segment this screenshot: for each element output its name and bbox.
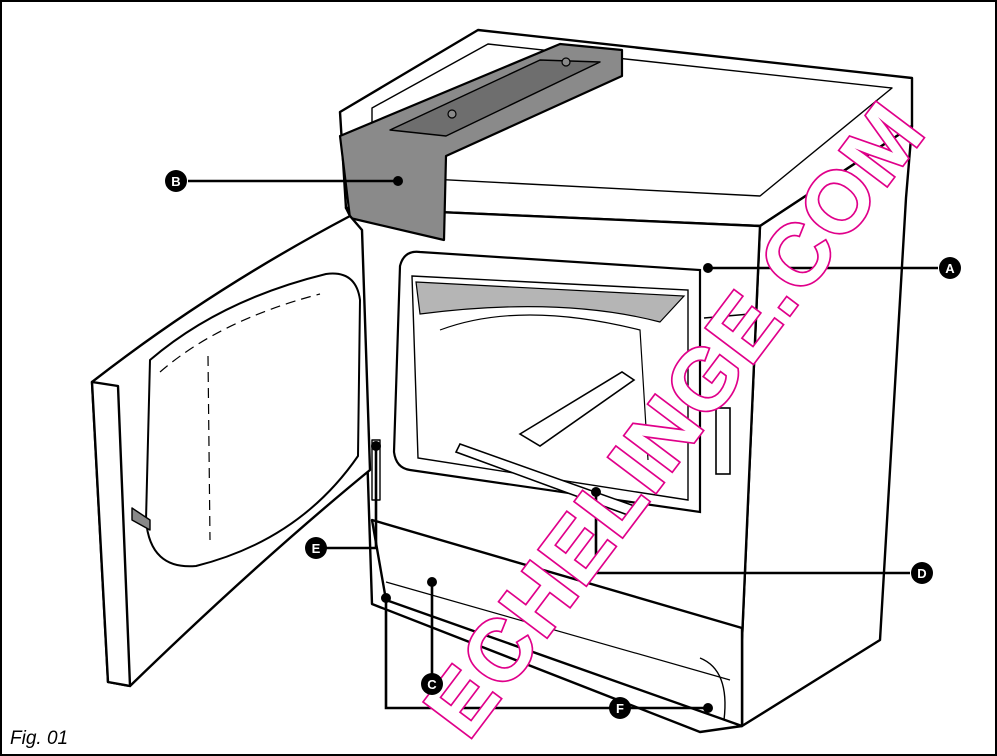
control-panel xyxy=(338,42,624,242)
callout-b-label: B xyxy=(171,174,180,189)
door-opening xyxy=(392,250,751,520)
leader-lines xyxy=(188,179,938,710)
callout-e: E xyxy=(305,537,327,559)
callout-e-label: E xyxy=(312,541,321,556)
callout-a-label: A xyxy=(945,261,955,276)
callout-d-label: D xyxy=(917,566,926,581)
callout-b: B xyxy=(165,170,187,192)
callout-f-label: F xyxy=(616,701,624,716)
callout-c: C xyxy=(421,673,443,695)
figure-caption: Fig. 01 xyxy=(10,728,69,749)
leader-dot-e xyxy=(371,441,381,451)
leader-dot-b xyxy=(393,176,403,186)
callout-f: F xyxy=(609,697,631,719)
leader-line-e xyxy=(326,446,378,550)
leader-dots xyxy=(371,176,713,713)
callout-d: D xyxy=(911,562,933,584)
callout-c-label: C xyxy=(427,677,437,692)
leader-dot-f-right xyxy=(703,703,713,713)
leader-dot-c xyxy=(427,577,437,587)
leader-dot-a xyxy=(703,263,713,273)
leader-dot-f-left xyxy=(381,593,391,603)
callout-a: A xyxy=(939,257,961,279)
leader-line-f xyxy=(384,598,706,710)
leader-dot-d xyxy=(591,487,601,497)
open-door xyxy=(90,214,381,688)
leader-line-d xyxy=(594,494,910,575)
